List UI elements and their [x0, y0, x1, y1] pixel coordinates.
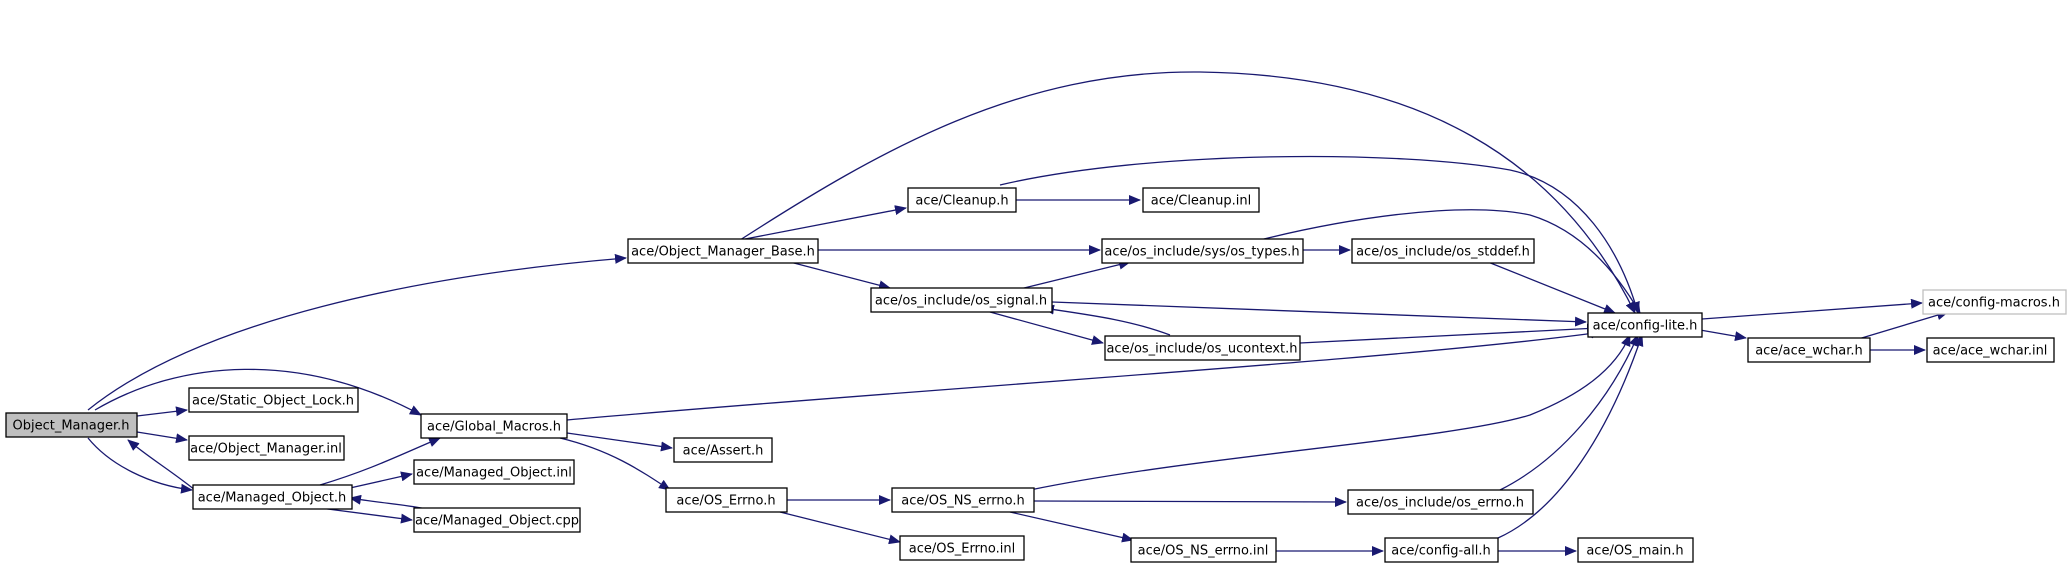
- node-object-manager-base-h[interactable]: ace/Object_Manager_Base.h: [627, 238, 819, 264]
- edge-os-signal-to-os-ucontext: [989, 311, 1104, 345]
- edges: [87, 71, 1949, 556]
- node-label: ace/config-all.h: [1391, 544, 1491, 559]
- node-label: ace/OS_Errno.inl: [909, 542, 1015, 557]
- node-object-manager-h[interactable]: Object_Manager.h: [5, 412, 138, 438]
- node-os-ns-errno-h[interactable]: ace/OS_NS_errno.h: [891, 487, 1035, 513]
- node-label: Object_Manager.h: [13, 419, 130, 434]
- edge-ace-wchar-to-config-macros: [1854, 310, 1949, 341]
- node-label: ace/Managed_Object.cpp: [415, 514, 579, 529]
- node-label: ace/Object_Manager.inl: [190, 442, 342, 457]
- node-label: ace/Managed_Object.inl: [416, 466, 572, 481]
- node-config-macros-h[interactable]: ace/config-macros.h: [1922, 289, 2067, 315]
- edge-os-ns-errno-to-os-ns-errno-inl: [1009, 511, 1134, 543]
- edge-global-macros-to-os-errno: [559, 437, 671, 491]
- node-object-manager-inl[interactable]: ace/Object_Manager.inl: [188, 435, 345, 461]
- edge-object-manager-base-to-cleanup: [739, 205, 907, 241]
- node-os-errno-h[interactable]: ace/OS_Errno.h: [665, 487, 788, 513]
- edge-os-ucontext-to-config-lite: [1299, 323, 1599, 344]
- edge-object-manager-base-to-os-signal: [789, 261, 891, 291]
- edge-global-macros-to-config-lite: [566, 328, 1603, 421]
- node-managed-object-h[interactable]: ace/Managed_Object.h: [192, 484, 353, 510]
- edge-object-manager-to-static-object-lock: [136, 406, 188, 417]
- edge-object-manager-to-object-manager-inl: [136, 431, 188, 444]
- edge-os-signal-to-config-lite: [1051, 301, 1587, 327]
- edge-object-manager-to-object-manager-base: [87, 253, 627, 411]
- node-label: ace/OS_NS_errno.h: [901, 494, 1025, 509]
- nodes: Object_Manager.h ace/Object_Manager_Base…: [5, 187, 2067, 563]
- node-os-types-h[interactable]: ace/os_include/sys/os_types.h: [1101, 238, 1304, 264]
- node-static-object-lock-h[interactable]: ace/Static_Object_Lock.h: [188, 387, 359, 413]
- node-label: ace/OS_NS_errno.inl: [1138, 544, 1269, 559]
- node-os-errno-inl[interactable]: ace/OS_Errno.inl: [899, 535, 1025, 561]
- node-label: ace/config-lite.h: [1593, 319, 1698, 334]
- edge-config-lite-to-config-macros: [1701, 298, 1923, 320]
- edge-os-signal-to-os-types: [1019, 259, 1131, 290]
- node-label: ace/os_include/os_errno.h: [1356, 496, 1524, 511]
- node-os-ucontext-h[interactable]: ace/os_include/os_ucontext.h: [1104, 335, 1301, 361]
- edge-os-types-to-config-lite: [1259, 209, 1641, 314]
- node-label: ace/ace_wchar.inl: [1933, 344, 2048, 359]
- node-label: ace/os_include/os_stddef.h: [1356, 245, 1530, 260]
- node-ace-wchar-h[interactable]: ace/ace_wchar.h: [1747, 337, 1871, 363]
- edge-os-include-errno-to-config-lite: [1499, 334, 1639, 491]
- edge-config-all-to-config-lite: [1497, 334, 1644, 539]
- edge-os-ns-errno-to-os-include-errno: [1033, 496, 1347, 507]
- node-label: ace/OS_main.h: [1586, 544, 1683, 559]
- node-label: ace/Global_Macros.h: [427, 420, 561, 435]
- node-label: ace/Object_Manager_Base.h: [631, 245, 815, 260]
- edge-os-ns-errno-to-config-lite: [1029, 334, 1631, 491]
- edge-managed-object-to-managed-object-inl: [349, 471, 413, 489]
- node-label: ace/config-macros.h: [1928, 296, 2060, 311]
- node-cleanup-inl[interactable]: ace/Cleanup.inl: [1142, 187, 1260, 213]
- node-label: ace/os_include/os_ucontext.h: [1106, 342, 1297, 357]
- edge-os-ucontext-to-os-signal: [1042, 304, 1171, 336]
- node-label: ace/Assert.h: [683, 444, 764, 459]
- node-label: ace/os_include/sys/os_types.h: [1104, 245, 1299, 260]
- node-os-signal-h[interactable]: ace/os_include/os_signal.h: [870, 287, 1053, 313]
- node-label: ace/Static_Object_Lock.h: [192, 394, 354, 409]
- node-label: ace/ace_wchar.h: [1755, 344, 1863, 359]
- edge-managed-object-to-global-macros: [319, 437, 441, 486]
- edge-object-manager-to-global-macros: [94, 368, 422, 416]
- edge-object-manager-to-managed-object: [87, 437, 193, 494]
- node-managed-object-cpp[interactable]: ace/Managed_Object.cpp: [413, 507, 581, 533]
- node-managed-object-inl[interactable]: ace/Managed_Object.inl: [413, 459, 575, 485]
- edge-object-manager-base-to-config-lite: [739, 71, 1636, 314]
- node-os-main-h[interactable]: ace/OS_main.h: [1577, 537, 1694, 563]
- node-config-lite-h[interactable]: ace/config-lite.h: [1587, 312, 1703, 338]
- node-config-all-h[interactable]: ace/config-all.h: [1384, 537, 1499, 563]
- node-cleanup-h[interactable]: ace/Cleanup.h: [907, 187, 1017, 213]
- node-label: ace/Managed_Object.h: [198, 491, 347, 506]
- edge-managed-object-to-object-manager: [127, 439, 196, 491]
- edge-os-errno-to-os-errno-inl: [779, 511, 901, 545]
- node-global-macros-h[interactable]: ace/Global_Macros.h: [420, 413, 568, 439]
- node-label: ace/OS_Errno.h: [676, 494, 775, 509]
- edge-global-macros-to-assert: [566, 432, 673, 452]
- edge-cleanup-to-config-lite: [999, 155, 1640, 314]
- edge-config-lite-to-ace-wchar: [1699, 329, 1747, 342]
- node-label: ace/os_include/os_signal.h: [875, 294, 1047, 309]
- edge-os-stddef-to-config-lite: [1487, 261, 1616, 314]
- node-label: ace/Cleanup.h: [915, 194, 1008, 209]
- edge-managed-object-to-managed-object-cpp: [319, 507, 413, 524]
- node-ace-wchar-inl[interactable]: ace/ace_wchar.inl: [1926, 337, 2055, 363]
- node-label: ace/Cleanup.inl: [1151, 194, 1251, 209]
- node-assert-h[interactable]: ace/Assert.h: [673, 437, 773, 463]
- node-os-ns-errno-inl[interactable]: ace/OS_NS_errno.inl: [1130, 537, 1277, 563]
- node-os-include-errno-h[interactable]: ace/os_include/os_errno.h: [1347, 489, 1534, 515]
- node-os-stddef-h[interactable]: ace/os_include/os_stddef.h: [1351, 238, 1535, 264]
